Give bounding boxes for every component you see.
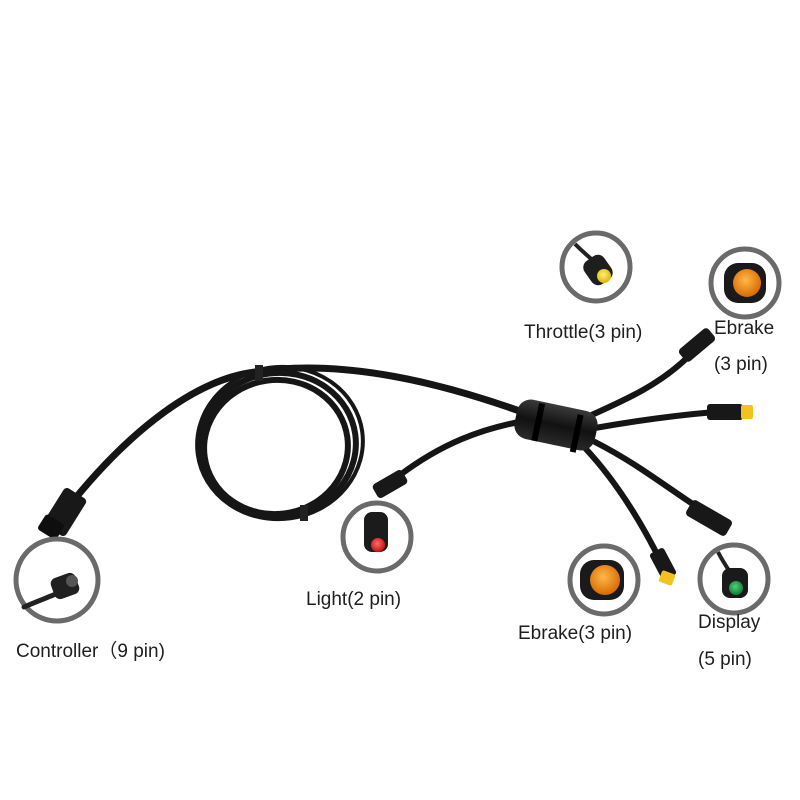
controller-connector (38, 487, 87, 540)
cable-tie (255, 365, 263, 381)
ebrake-bottom-connector-plug (649, 548, 677, 586)
light-label: Light(2 pin) (306, 589, 402, 610)
display-inset (697, 542, 771, 616)
ebrake-bottom-inset (567, 543, 641, 617)
display-connector-plug (686, 500, 732, 536)
throttle-label: Throttle(3 pin) (524, 322, 643, 343)
ebrake-bottom-label: Ebrake(3 pin) (518, 623, 633, 644)
throttle-branch-cable (582, 352, 693, 421)
cable-coil (195, 364, 365, 522)
ebrake-top-label: Ebrake (714, 318, 775, 339)
ebrake-bottom-branch-cable (582, 445, 663, 563)
throttle-connector-plug (678, 328, 716, 362)
throttle-inset (559, 230, 633, 304)
controller-label: Controller（9 pin) (16, 641, 165, 662)
light-inset (340, 500, 414, 574)
light-branch-cable (397, 417, 533, 478)
splitter-hub (514, 399, 598, 453)
ebrake-top-inset (708, 246, 782, 320)
ebrake-top-connector-plug (707, 404, 753, 420)
ebrake-top-branch-cable (592, 409, 718, 431)
ebrake-top-pins-label: (3 pin) (714, 354, 768, 375)
display-pins-label: (5 pin) (698, 649, 752, 670)
controller-inset (13, 536, 101, 624)
cable-tie (300, 505, 308, 521)
display-label: Display (698, 612, 761, 633)
light-connector-plug (372, 470, 408, 498)
